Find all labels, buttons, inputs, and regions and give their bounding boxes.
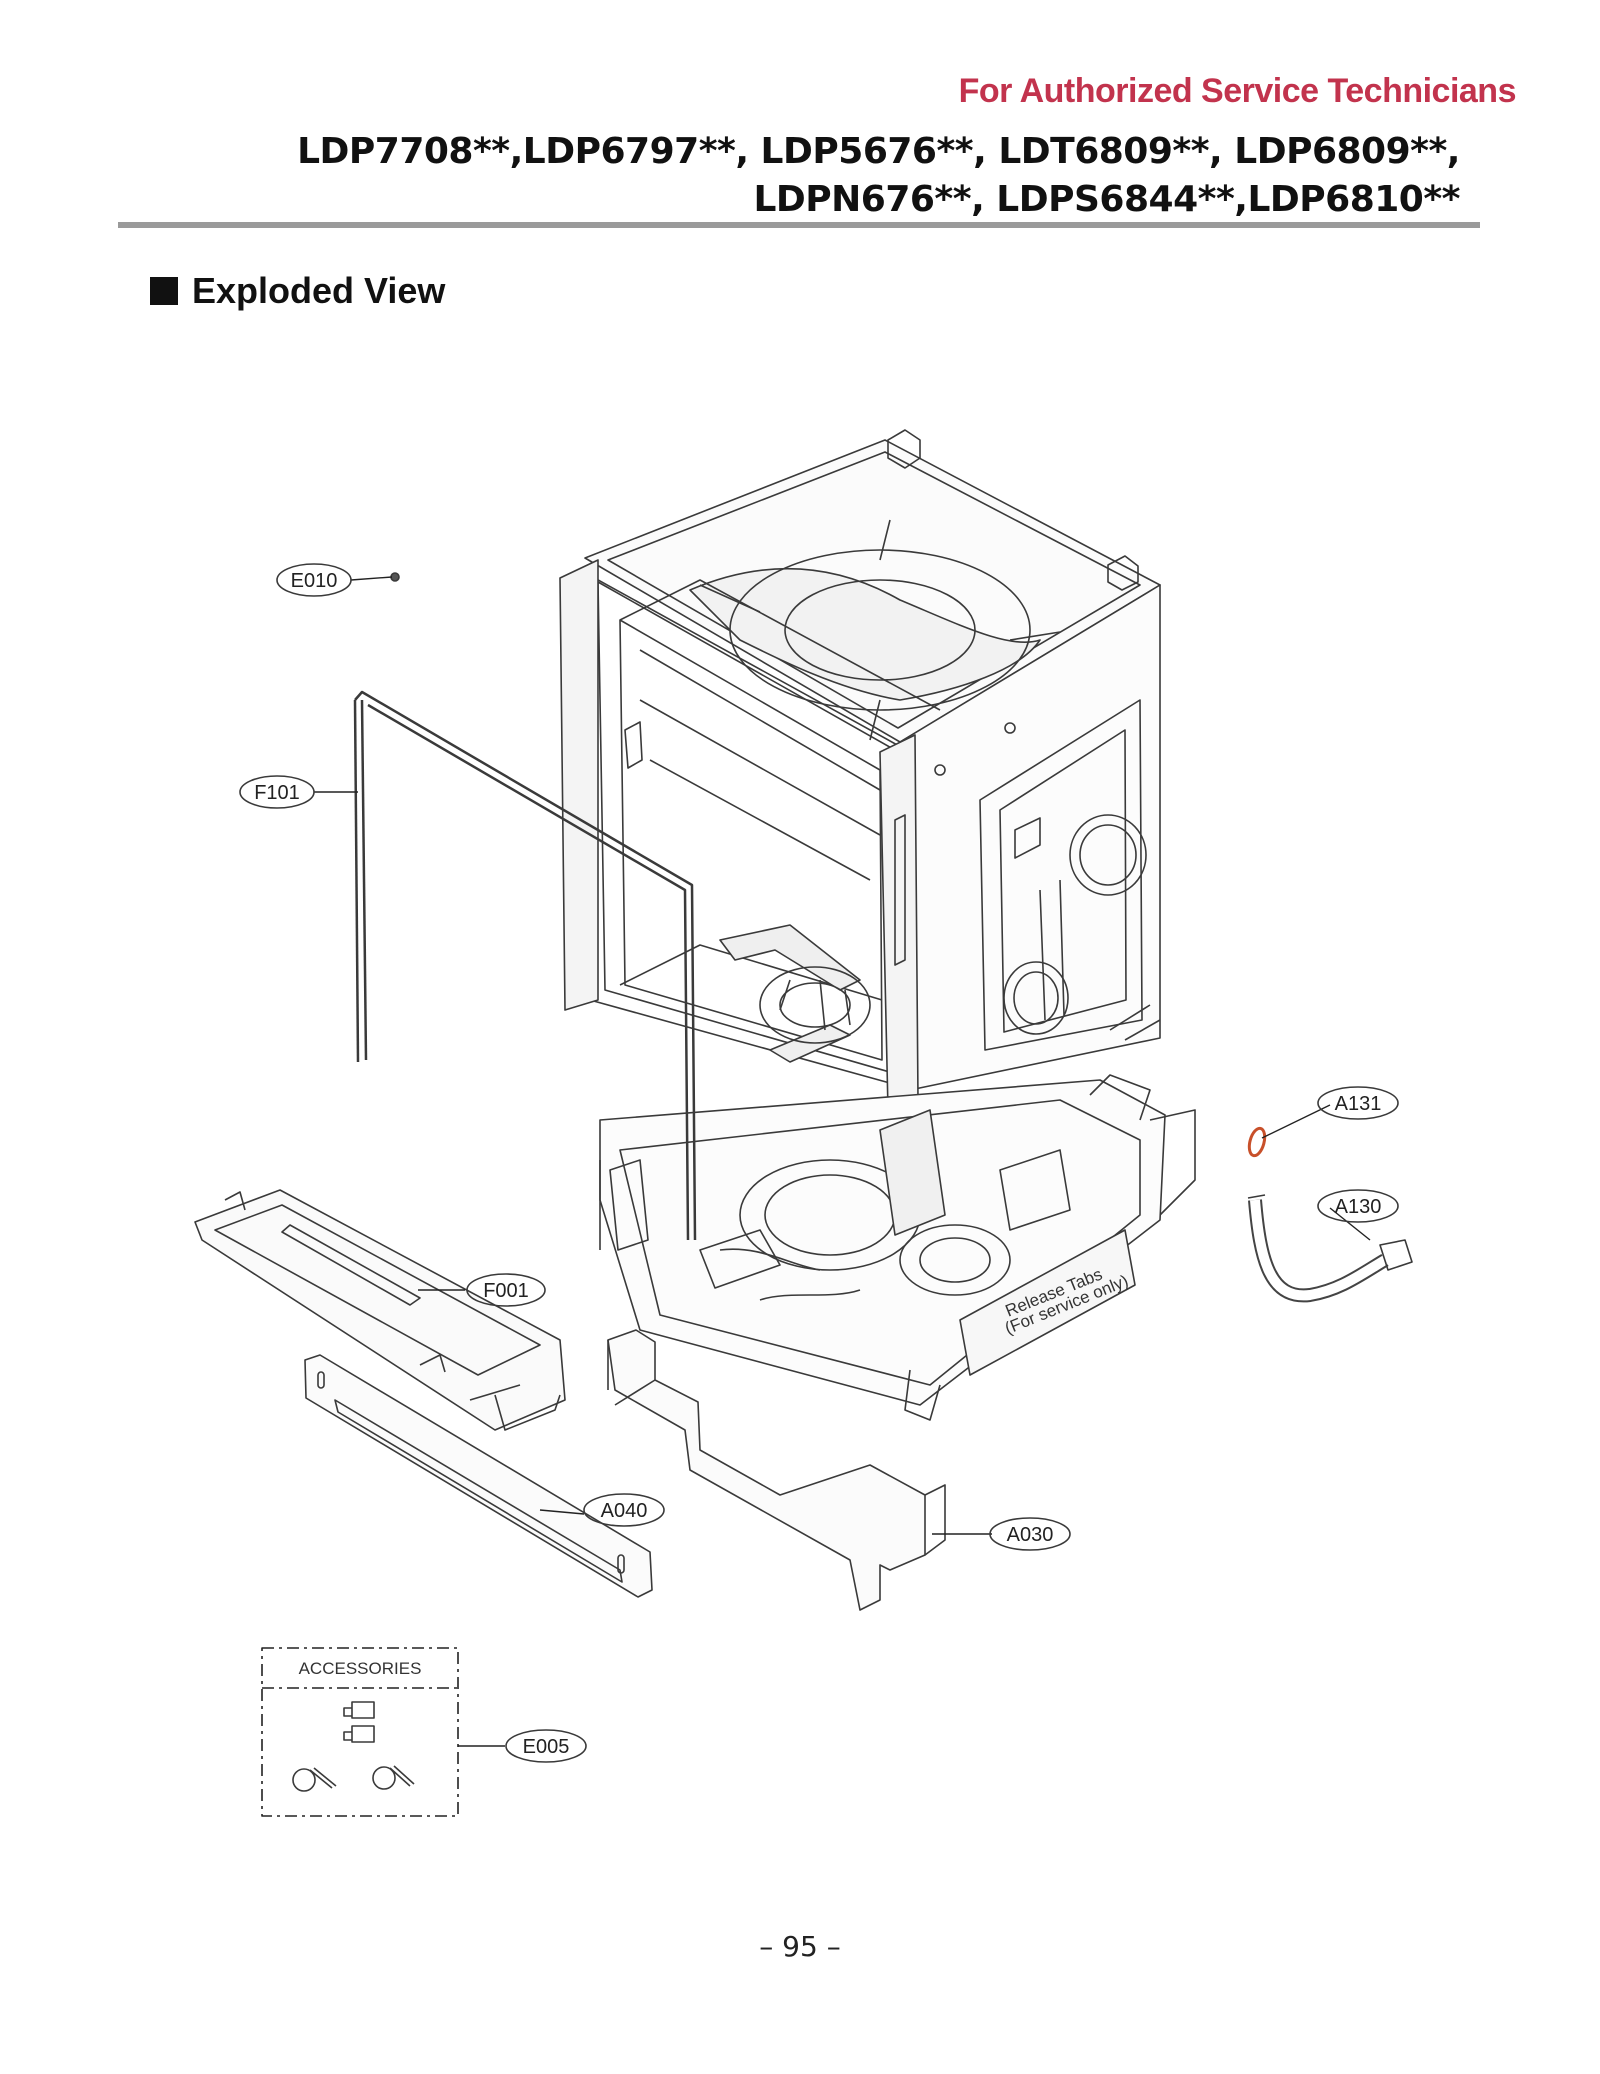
header-divider bbox=[118, 222, 1480, 228]
callout-e010 bbox=[276, 563, 352, 597]
section-title: Exploded View bbox=[192, 270, 446, 311]
screw-icon bbox=[372, 1765, 415, 1790]
toe-kick-bracket-part bbox=[194, 1189, 566, 1431]
callout-leaders bbox=[314, 576, 1371, 1747]
o-ring-part bbox=[1247, 1126, 1267, 1158]
part-label-a030: A030 bbox=[1007, 1524, 1054, 1546]
base-assembly bbox=[599, 1074, 1196, 1421]
part-label-a040: A040 bbox=[601, 1500, 648, 1522]
model-list-line-1: LDP7708**,LDP6797**, LDP5676**, LDT6809*… bbox=[297, 131, 1460, 172]
model-list: LDP7708**,LDP6797**, LDP5676**, LDT6809*… bbox=[160, 128, 1460, 224]
callout-a131 bbox=[1317, 1086, 1399, 1120]
callout-a030 bbox=[989, 1517, 1071, 1551]
callout-a040 bbox=[583, 1493, 665, 1527]
page-number: – 95 – bbox=[759, 1930, 841, 1963]
callout-f001 bbox=[466, 1273, 546, 1307]
drain-hose-part bbox=[1247, 1194, 1413, 1303]
kick-plate-part bbox=[304, 1354, 653, 1598]
accessories-label: ACCESSORIES bbox=[299, 1659, 422, 1678]
section-square-icon bbox=[150, 277, 178, 305]
screw-icon bbox=[292, 1767, 337, 1792]
screw-part bbox=[390, 572, 400, 582]
section-heading: Exploded View bbox=[150, 270, 445, 312]
accessories-box bbox=[261, 1647, 459, 1817]
model-list-line-2: LDPN676**, LDPS6844**,LDP6810** bbox=[753, 179, 1460, 220]
part-label-f001: F001 bbox=[483, 1280, 529, 1302]
service-technicians-tagline: For Authorized Service Technicians bbox=[958, 72, 1517, 110]
insulation-part bbox=[607, 1329, 946, 1611]
callout-a130 bbox=[1317, 1189, 1399, 1223]
door-gasket-part bbox=[353, 690, 697, 1241]
part-label-f101: F101 bbox=[254, 782, 300, 804]
callout-e005 bbox=[505, 1729, 587, 1763]
part-label-a131: A131 bbox=[1335, 1093, 1382, 1115]
part-label-e010: E010 bbox=[291, 570, 338, 592]
part-label-a130: A130 bbox=[1335, 1196, 1382, 1218]
tub-assembly bbox=[559, 429, 1161, 1111]
part-label-e005: E005 bbox=[523, 1736, 570, 1758]
callout-f101 bbox=[239, 775, 315, 809]
